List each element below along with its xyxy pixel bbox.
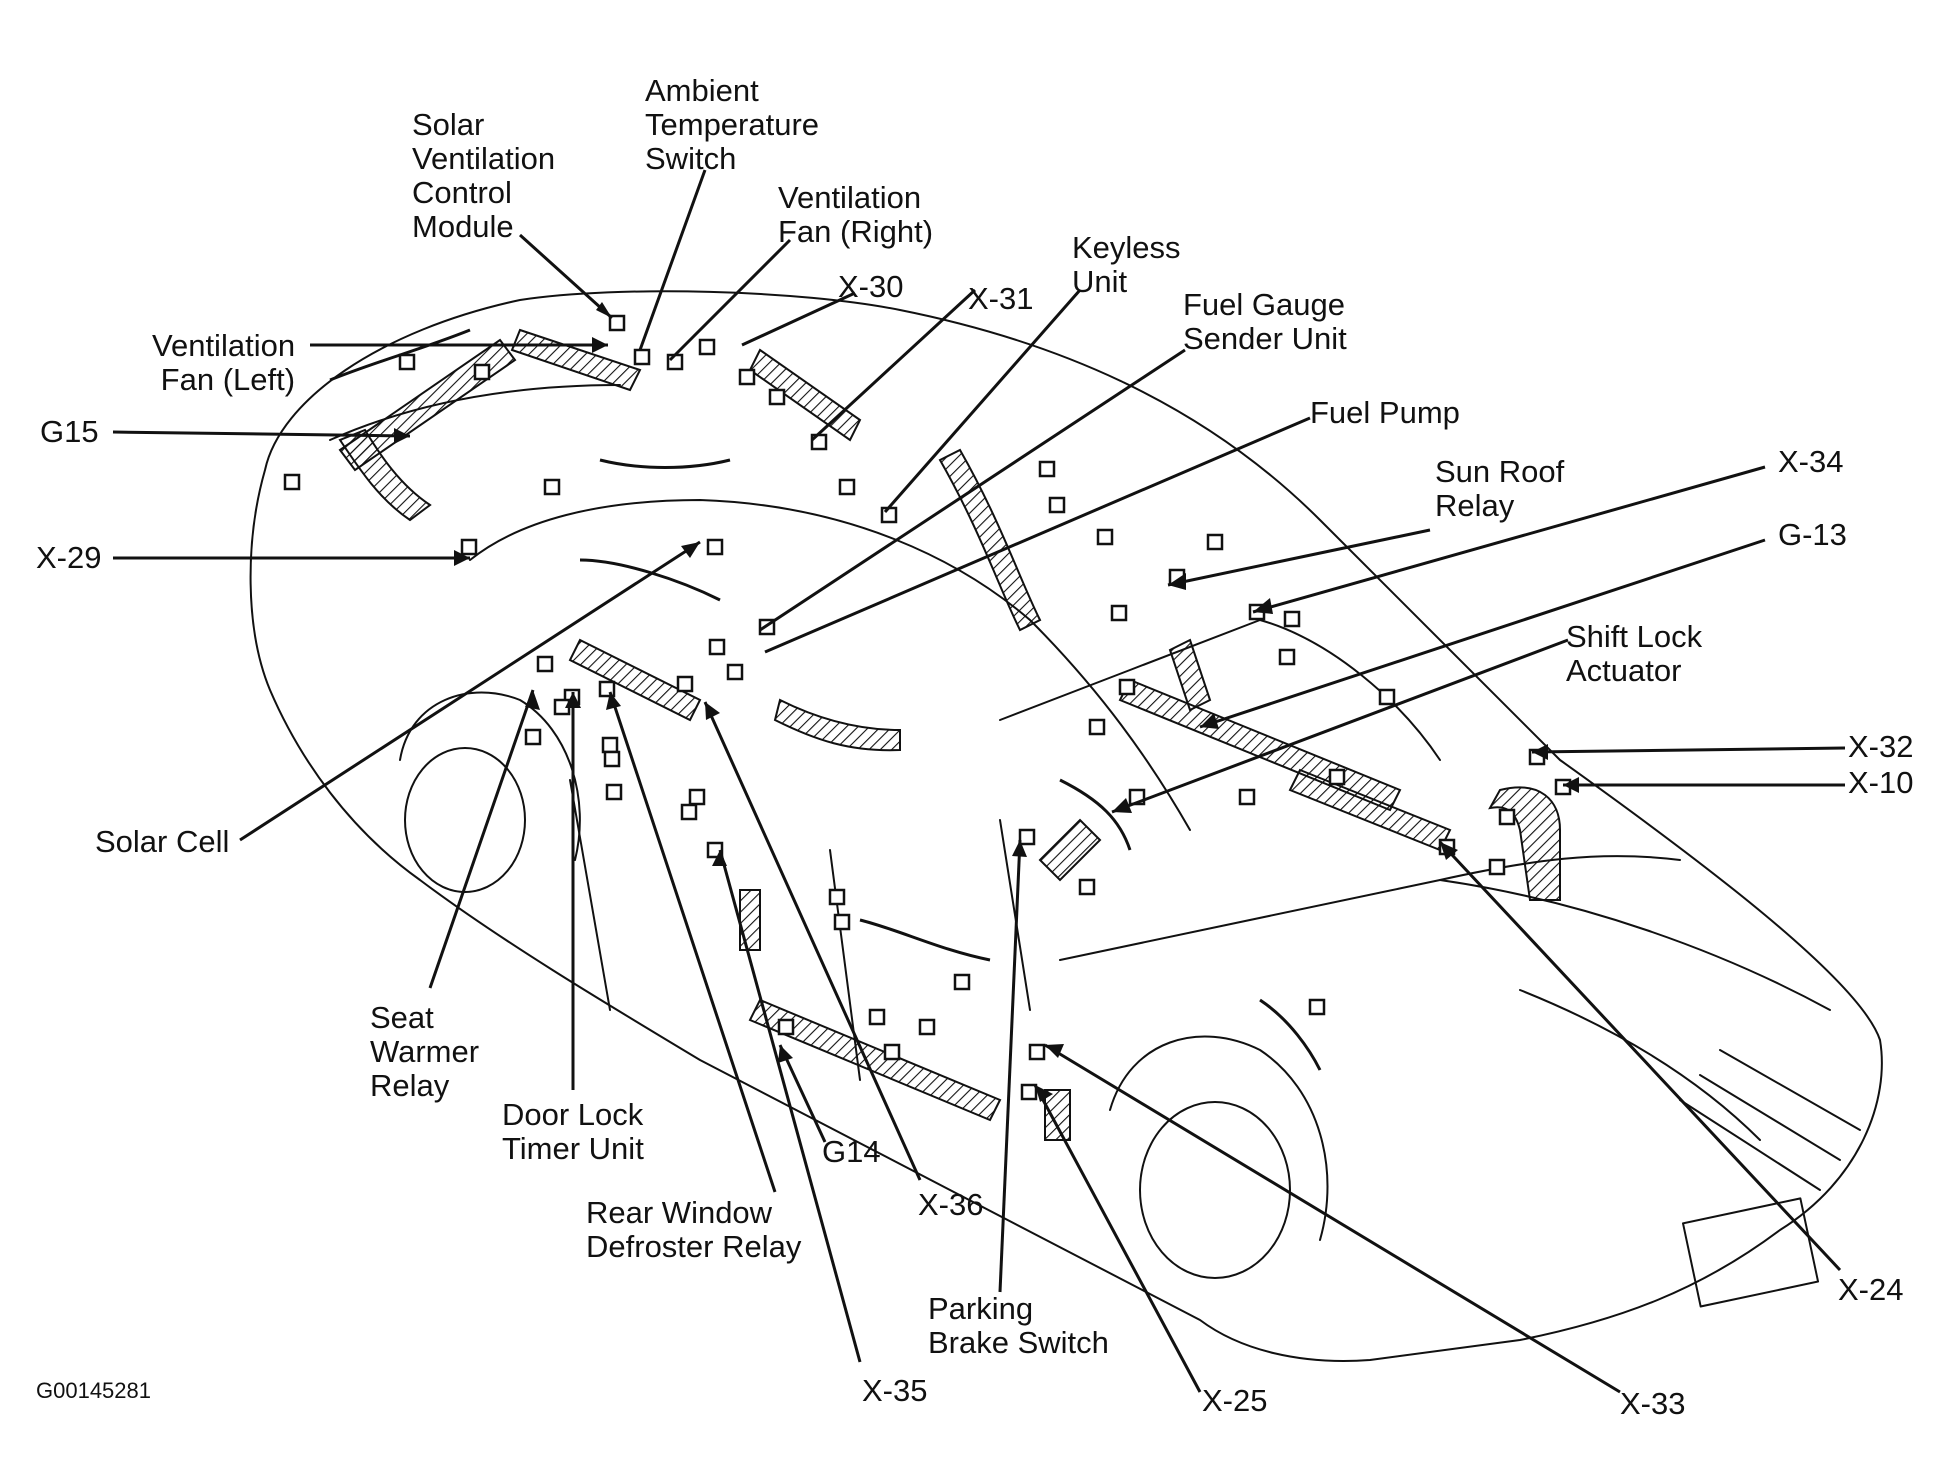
label-sun-roof-relay: Sun Roof Relay xyxy=(1435,454,1565,523)
label-ventilation-fan-left: Ventilation Fan (Left) xyxy=(152,328,296,397)
wire-harnesses xyxy=(338,328,1561,1141)
figure-id: G00145281 xyxy=(36,1378,151,1403)
label-g14: G14 xyxy=(822,1134,881,1169)
label-g13: G-13 xyxy=(1778,517,1847,552)
arrowheads xyxy=(394,302,1579,1102)
label-shift-lock-actuator: Shift Lock Actuator xyxy=(1566,619,1703,688)
label-fuel-gauge-sender-unit: Fuel Gauge Sender Unit xyxy=(1183,287,1347,356)
label-solar-ventilation-control-module: Solar Ventilation Control Module xyxy=(412,107,556,244)
label-x36: X-36 xyxy=(918,1187,984,1222)
label-x35: X-35 xyxy=(862,1373,928,1408)
label-x32: X-32 xyxy=(1848,729,1914,764)
label-door-lock-timer-unit: Door Lock Timer Unit xyxy=(502,1097,644,1166)
label-solar-cell: Solar Cell xyxy=(95,824,230,859)
label-ambient-temperature-switch: Ambient Temperature Switch xyxy=(645,73,820,176)
label-x30: X-30 xyxy=(838,269,904,304)
label-x10: X-10 xyxy=(1848,765,1914,800)
label-parking-brake-switch: Parking Brake Switch xyxy=(928,1291,1109,1360)
label-fuel-pump: Fuel Pump xyxy=(1310,395,1460,430)
label-g15: G15 xyxy=(40,414,99,449)
label-seat-warmer-relay: Seat Warmer Relay xyxy=(370,1000,480,1103)
leader-lines xyxy=(112,169,1846,1394)
thin-wires xyxy=(329,328,1322,1071)
label-x29: X-29 xyxy=(36,540,102,575)
connectors xyxy=(283,314,1572,1101)
label-x33: X-33 xyxy=(1620,1386,1686,1421)
label-x34: X-34 xyxy=(1778,444,1844,479)
car-body-outline xyxy=(249,290,1883,1362)
label-x24: X-24 xyxy=(1838,1272,1904,1307)
label-x31: X-31 xyxy=(968,281,1034,316)
label-rear-window-defroster-relay: Rear Window Defroster Relay xyxy=(586,1195,802,1264)
label-x25: X-25 xyxy=(1202,1383,1268,1418)
label-ventilation-fan-right: Ventilation Fan (Right) xyxy=(778,180,934,249)
label-keyless-unit: Keyless Unit xyxy=(1072,230,1181,299)
